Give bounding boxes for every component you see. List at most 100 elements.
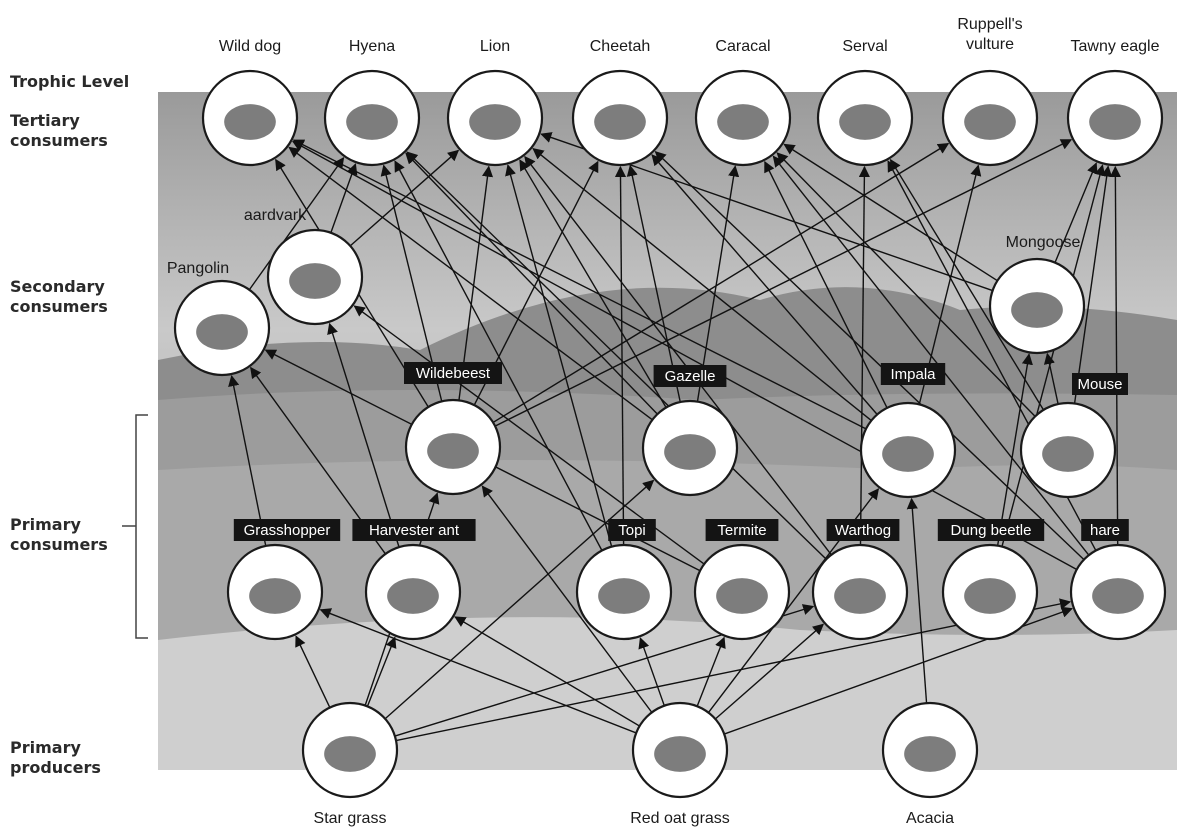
topi-silhouette: [598, 578, 650, 614]
organism-tawny-eagle: Tawny eagle: [1066, 38, 1164, 167]
feeding-arrow-hare-to-tawny-eagle: [1109, 165, 1121, 546]
organism-impala: Impala: [859, 363, 957, 499]
organism-mouse: Mouse: [1019, 373, 1128, 499]
organism-hyena: Hyena: [323, 38, 421, 167]
primary-consumers-label-2: consumers: [10, 535, 108, 554]
organism-red-oat-grass: Red oat grass: [630, 701, 730, 827]
feeding-arrow-star-grass-to-grasshopper: [295, 635, 331, 708]
feeding-arrow-warthog-to-lion: [524, 155, 832, 556]
cheetah-label: Cheetah: [590, 38, 651, 55]
caracal-label: Caracal: [715, 38, 770, 55]
organism-grasshopper: Grasshopper: [226, 519, 341, 641]
organism-mongoose: Mongoose: [988, 234, 1086, 355]
feeding-arrow-red-oat-grass-to-warthog: [714, 623, 825, 720]
organism-dung-beetle: Dung beetle: [937, 519, 1045, 641]
feeding-arrow-harvester-ant-to-aardvark: [327, 322, 400, 548]
acacia-silhouette: [904, 736, 956, 772]
wild-dog-silhouette: [224, 104, 276, 140]
organism-star-grass: Star grass: [301, 701, 399, 827]
producers-label-2: producers: [10, 758, 101, 777]
warthog-label: Warthog: [835, 522, 891, 539]
organism-termite: Termite: [693, 519, 791, 641]
grasshopper-silhouette: [249, 578, 301, 614]
feeding-arrow-hare-to-caracal: [772, 155, 1090, 556]
feeding-arrow-wildebeest-to-tawny-eagle: [494, 139, 1073, 427]
star-grass-label: Star grass: [314, 810, 387, 827]
mouse-label: Mouse: [1077, 376, 1122, 393]
feeding-arrow-dung-beetle-to-mongoose: [996, 353, 1033, 546]
dung-beetle-silhouette: [964, 578, 1016, 614]
feeding-arrow-warthog-to-hyena: [406, 151, 827, 560]
tertiary-label-2: consumers: [10, 131, 108, 150]
organism-hare: hare: [1069, 519, 1167, 641]
feeding-arrow-star-grass-to-harvester-ant: [366, 636, 397, 707]
mongoose-silhouette: [1011, 292, 1063, 328]
feeding-arrow-acacia-to-impala: [906, 497, 928, 704]
feeding-arrow-mouse-to-serval: [889, 158, 1045, 411]
feeding-arrow-red-oat-grass-to-wildebeest: [481, 485, 653, 713]
termite-label: Termite: [717, 522, 766, 539]
harvester-ant-tag-background: [352, 519, 476, 541]
hare-tag-background: [1081, 519, 1129, 541]
feeding-arrow-impala-to-caracal: [764, 160, 888, 409]
red-oat-grass-silhouette: [654, 736, 706, 772]
trophic-level-labels: Trophic Level Tertiary consumers Seconda…: [10, 72, 148, 777]
feeding-arrow-dung-beetle-to-tawny-eagle: [1001, 164, 1106, 547]
tertiary-label-1: Tertiary: [10, 111, 80, 130]
warthog-tag-background: [826, 519, 900, 541]
ruppells-vulture-silhouette: [964, 104, 1016, 140]
impala-tag-background: [880, 363, 946, 385]
feeding-arrow-topi-to-cheetah: [614, 165, 627, 546]
organism-acacia: Acacia: [881, 701, 979, 827]
organism-harvester-ant: Harvester ant: [352, 519, 476, 641]
secondary-label-1: Secondary: [10, 277, 105, 296]
organism-pangolin: Pangolin: [167, 260, 271, 377]
harvester-ant-silhouette: [387, 578, 439, 614]
wildebeest-silhouette: [427, 433, 479, 469]
feeding-arrow-wildebeest-to-ruppells-vulture: [492, 143, 950, 424]
mongoose-label: Mongoose: [1006, 234, 1081, 251]
feeding-arrow-hare-to-wild-dog: [292, 140, 1078, 571]
feeding-arrow-gazelle-to-wild-dog: [288, 146, 653, 421]
feeding-arrow-red-oat-grass-to-topi: [638, 637, 665, 706]
secondary-label-2: consumers: [10, 297, 108, 316]
termite-silhouette: [716, 578, 768, 614]
impala-silhouette: [882, 436, 934, 472]
tawny-eagle-silhouette: [1089, 104, 1141, 140]
ruppells-vulture-label-line-1: Ruppell's: [957, 16, 1022, 33]
primary-consumers-bracket: [122, 414, 148, 639]
mouse-tag-background: [1072, 373, 1128, 395]
dung-beetle-label: Dung beetle: [951, 522, 1032, 539]
red-oat-grass-label: Red oat grass: [630, 810, 730, 827]
dung-beetle-tag-background: [937, 519, 1045, 541]
cheetah-silhouette: [594, 104, 646, 140]
feeding-arrow-impala-to-wild-dog: [292, 139, 867, 430]
lion-silhouette: [469, 104, 521, 140]
serval-label: Serval: [842, 38, 887, 55]
hare-label: hare: [1090, 522, 1120, 539]
producers-label-1: Primary: [10, 738, 81, 757]
serval-silhouette: [839, 104, 891, 140]
feeding-arrow-red-oat-grass-to-harvester-ant: [454, 616, 640, 727]
feeding-arrow-topi-to-lion: [505, 164, 613, 547]
wildebeest-label: Wildebeest: [416, 365, 491, 382]
primary-consumers-label-1: Primary: [10, 515, 81, 534]
organism-topi: Topi: [575, 519, 673, 641]
organism-warthog: Warthog: [811, 519, 909, 641]
feeding-arrow-impala-to-lion: [532, 147, 872, 422]
topi-tag-background: [608, 519, 656, 541]
feeding-arrow-mongoose-to-tawny-eagle: [1054, 162, 1098, 263]
trophic-level-header: Trophic Level: [10, 72, 129, 91]
feeding-arrow-gazelle-to-hyena: [405, 152, 658, 415]
hyena-label: Hyena: [349, 38, 395, 55]
feeding-arrow-red-oat-grass-to-termite: [696, 636, 726, 707]
feeding-arrow-gazelle-to-caracal: [696, 165, 740, 402]
gazelle-silhouette: [664, 434, 716, 470]
aardvark-label: aardvark: [244, 207, 307, 224]
feeding-arrow-mouse-to-caracal: [776, 152, 1036, 417]
organism-serval: Serval: [816, 38, 914, 167]
feeding-arrow-wildebeest-to-lion: [458, 165, 494, 401]
